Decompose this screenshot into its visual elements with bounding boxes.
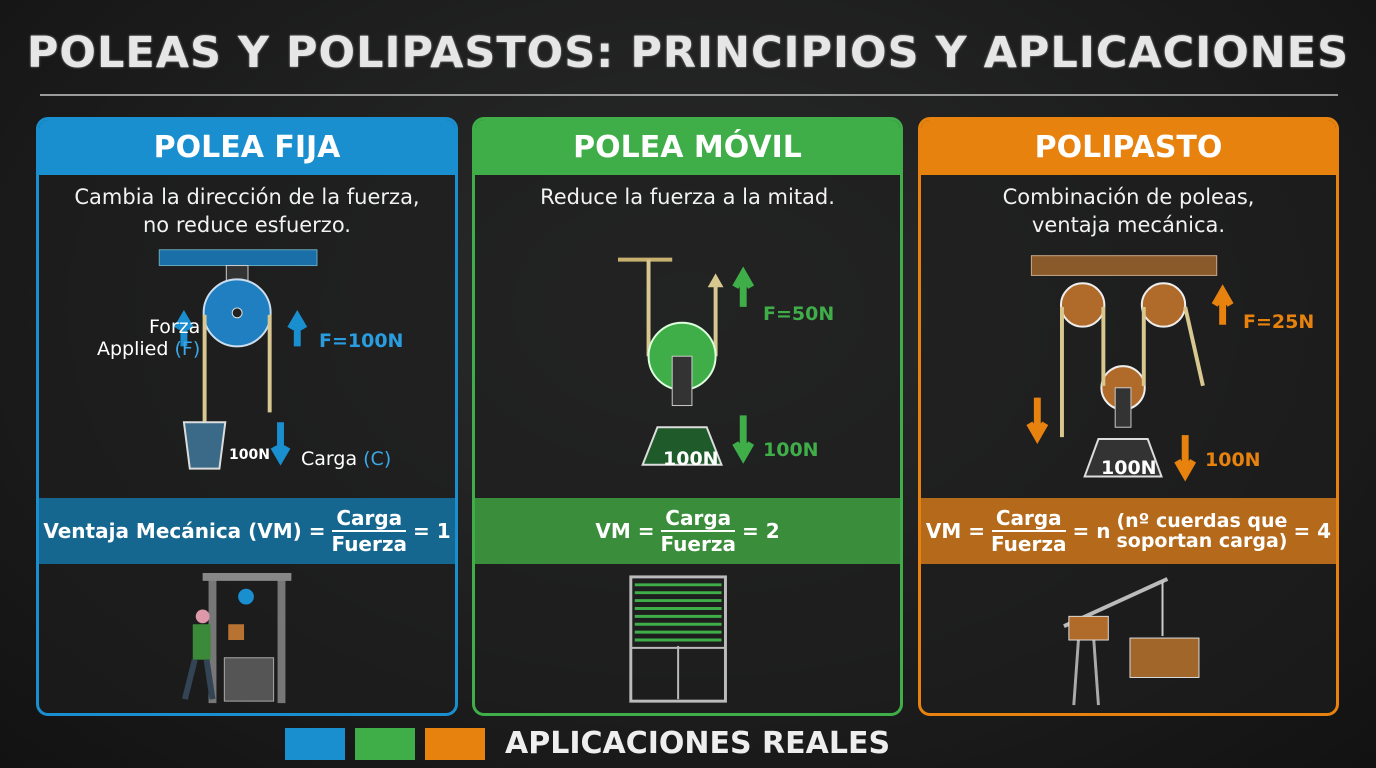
panel-heading: POLEA FIJA (39, 120, 455, 175)
weight-label: 100N (663, 448, 719, 470)
load-label: 100N (763, 439, 819, 461)
force-value-label: F=25N (1243, 311, 1315, 333)
denominator: Fuerza (331, 532, 407, 556)
panel-description: Combinación de poleas, ventaja mecánica. (921, 183, 1336, 253)
load-label: Carga (C) (301, 448, 391, 470)
note-line: (nº cuerdas que (1116, 510, 1288, 532)
formula-left: VM = (925, 519, 986, 543)
panel-polipasto: POLIPASTO Combinación de poleas, ventaja … (918, 117, 1339, 716)
desc-line: Cambia la dirección de la fuerza, (74, 185, 420, 209)
ceiling-beam (158, 249, 318, 267)
denominator: Fuerza (660, 532, 736, 556)
denominator: Fuerza (991, 532, 1067, 556)
weight (641, 426, 723, 466)
weight-label: 100N (1101, 457, 1157, 479)
title-divider (40, 94, 1338, 96)
window-blind-icon (629, 575, 727, 703)
force-value-label: F=100N (319, 330, 404, 352)
load-label: 100N (1205, 449, 1261, 471)
crane-icon (1063, 577, 1200, 706)
desc-line: ventaja mecánica. (1031, 213, 1226, 237)
label-line: Forza (148, 316, 201, 338)
fixed-pulley-diagram (158, 249, 318, 470)
bucket-weight: 100N (229, 447, 270, 463)
legend-swatch-orange (425, 728, 485, 760)
formula-result: = 4 (1293, 519, 1332, 543)
legend-swatch-blue (285, 728, 345, 760)
formula-mid: = n (1072, 519, 1111, 543)
numerator: Carga (332, 506, 407, 532)
numerator: Carga (661, 506, 736, 532)
panel-heading: POLIPASTO (921, 120, 1336, 175)
panel-heading: POLEA MÓVIL (475, 120, 900, 175)
page-title: POLEAS Y POLIPASTOS: PRINCIPIOS Y APLICA… (26, 28, 1350, 78)
ceiling-beam (1030, 255, 1218, 276)
desc-line: Combinación de poleas, (1002, 185, 1255, 209)
formula-result: = 1 (413, 519, 451, 543)
label-text: Carga (301, 448, 358, 470)
panel-polea-movil: POLEA MÓVIL Reduce la fuerza a la mitad.… (472, 117, 903, 716)
formula-left: VM = (595, 519, 655, 543)
numerator: Carga (991, 506, 1066, 532)
label-line: Applied (97, 338, 169, 360)
bucket (182, 421, 227, 470)
movable-pulley-diagram (617, 257, 755, 466)
label-symbol: (F) (174, 338, 201, 360)
panel-polea-fija: POLEA FIJA Cambia la dirección de la fue… (36, 117, 458, 716)
panel-description: Cambia la dirección de la fuerza, no redu… (39, 183, 455, 253)
desc-line: Reduce la fuerza a la mitad. (540, 185, 835, 209)
well-icon (182, 572, 292, 704)
force-value-label: F=50N (763, 303, 835, 325)
legend-label: APLICACIONES REALES (505, 726, 891, 761)
formula-result: = 2 (741, 519, 780, 543)
formula-left: Ventaja Mecánica (VM) = (43, 519, 326, 543)
note-line: soportan carga) (1116, 530, 1288, 552)
legend-swatch-green (355, 728, 415, 760)
panel-description: Reduce la fuerza a la mitad. (475, 183, 900, 253)
label-symbol: (C) (363, 448, 392, 470)
block-and-tackle-diagram (1026, 255, 1234, 482)
weight (1083, 438, 1163, 478)
desc-line: no reduce esfuerzo. (142, 213, 351, 237)
